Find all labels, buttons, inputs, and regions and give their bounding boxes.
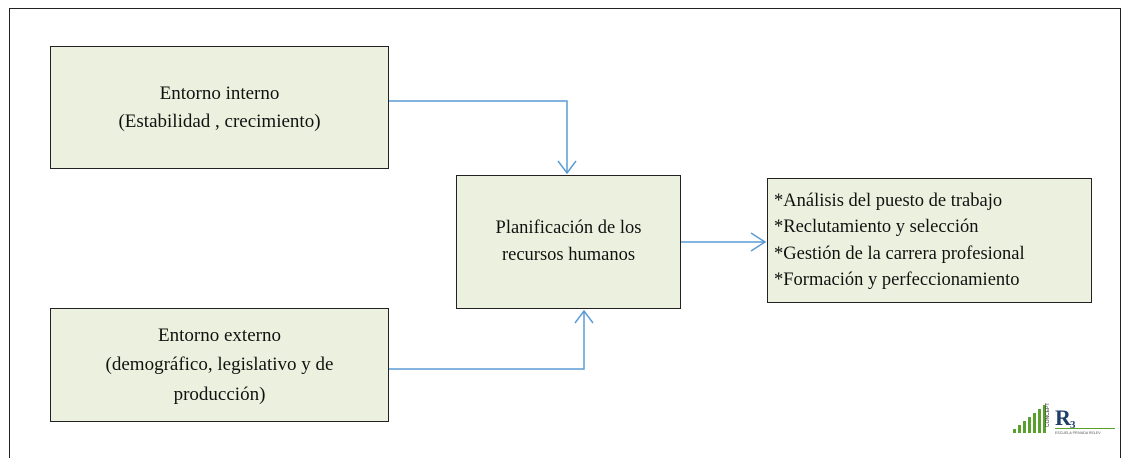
outcome-item: *Formación y perfeccionamiento [774, 269, 1020, 290]
concepto-r3-logo: CONCEPTO R 3 ESCUELA PRIVADA RELEV [1013, 399, 1120, 439]
outcome-item: *Reclutamiento y selección [774, 217, 979, 238]
svg-text:R: R [1055, 405, 1072, 430]
outcome-item: *Gestión de la carrera profesional [774, 243, 1025, 264]
external-title: Entorno externo [158, 324, 281, 346]
outcomes-box: *Análisis del puesto de trabajo *Recluta… [767, 178, 1092, 303]
svg-text:CONCEPTO: CONCEPTO [1045, 403, 1051, 427]
internal-environment-box: Entorno interno (Estabilidad , crecimien… [50, 46, 389, 169]
external-environment-box: Entorno externo (demográfico, legislativ… [50, 308, 389, 422]
internal-subtitle: (Estabilidad , crecimiento) [118, 110, 321, 132]
hr-planning-box: Planificación de los recursos humanos [456, 175, 681, 309]
svg-text:3: 3 [1070, 419, 1076, 431]
internal-title: Entorno interno [159, 82, 280, 104]
external-detail-1: (demográfico, legislativo y de [105, 354, 334, 376]
svg-text:ESCUELA PRIVADA RELEV: ESCUELA PRIVADA RELEV [1055, 431, 1101, 435]
diagram-frame [9, 8, 1121, 458]
external-detail-2: producción) [173, 383, 266, 405]
hr-planning-line-1: Planificación de los [495, 218, 642, 239]
hr-planning-line-2: recursos humanos [501, 245, 636, 265]
outcome-item: *Análisis del puesto de trabajo [774, 190, 1003, 211]
